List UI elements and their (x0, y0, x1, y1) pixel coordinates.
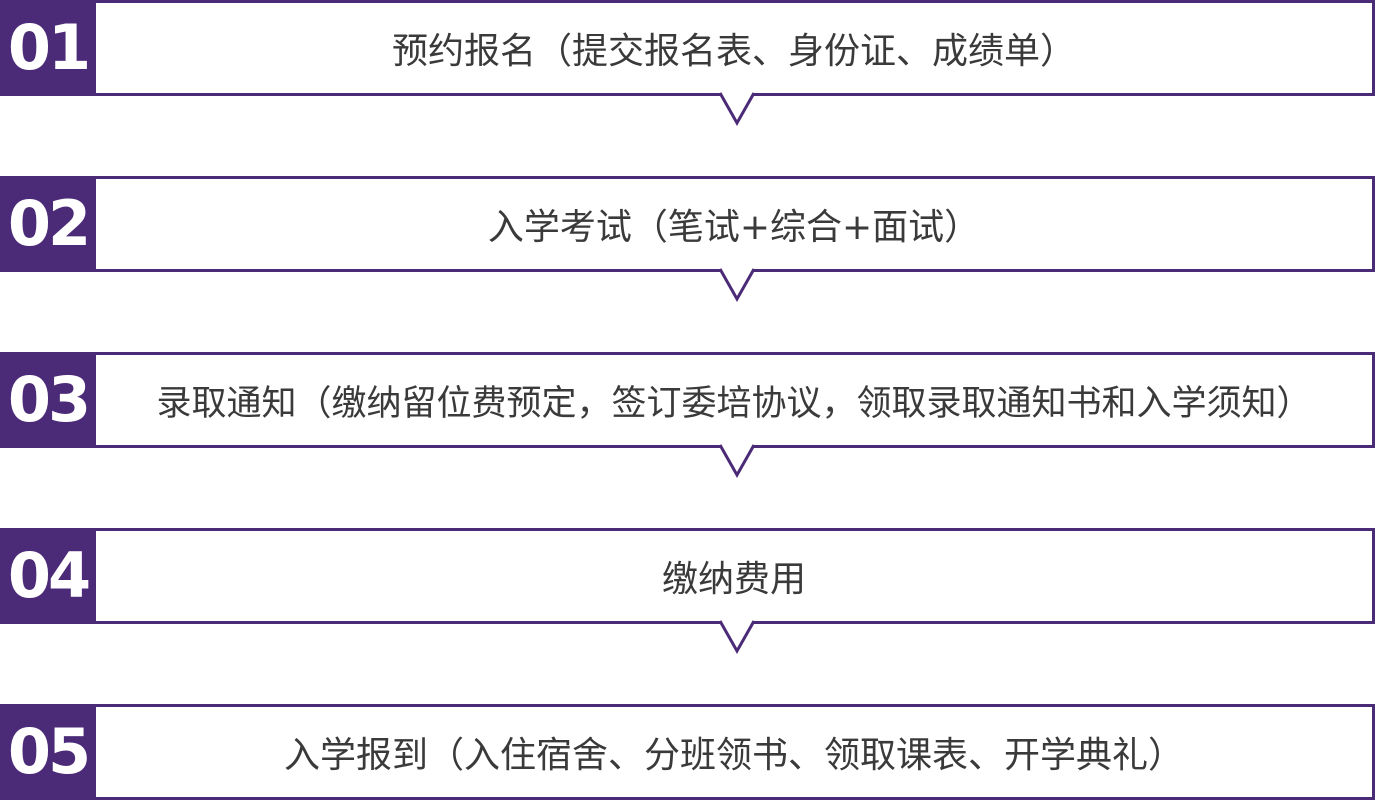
down-arrow-icon (718, 268, 756, 303)
step-label: 缴纳费用 (661, 559, 806, 600)
step-1: 01 预约报名（提交报名表、身份证、成绩单） (0, 0, 1377, 127)
down-arrow-icon (718, 92, 756, 127)
step-2: 02 入学考试（笔试+综合+面试） (0, 176, 1377, 303)
step-label: 录取通知（缴纳留位费预定，签订委培协议，领取录取通知书和入学须知） (156, 383, 1312, 424)
step-number: 03 (0, 352, 96, 448)
step-number: 04 (0, 528, 96, 624)
step-5: 05 入学报到（入住宿舍、分班领书、领取课表、开学典礼） (0, 704, 1377, 800)
step-4: 04 缴纳费用 (0, 528, 1377, 655)
step-label: 预约报名（提交报名表、身份证、成绩单） (391, 31, 1076, 72)
step-box: 缴纳费用 (96, 528, 1375, 624)
step-box: 入学考试（笔试+综合+面试） (96, 176, 1375, 272)
step-box: 入学报到（入住宿舍、分班领书、领取课表、开学典礼） (96, 704, 1375, 800)
step-box: 预约报名（提交报名表、身份证、成绩单） (96, 0, 1375, 96)
step-number: 02 (0, 176, 96, 272)
step-number: 05 (0, 704, 96, 800)
down-arrow-icon (718, 620, 756, 655)
step-label: 入学报到（入住宿舍、分班领书、领取课表、开学典礼） (283, 735, 1184, 776)
step-3: 03 录取通知（缴纳留位费预定，签订委培协议，领取录取通知书和入学须知） (0, 352, 1377, 479)
down-arrow-icon (718, 444, 756, 479)
step-number: 01 (0, 0, 96, 96)
step-box: 录取通知（缴纳留位费预定，签订委培协议，领取录取通知书和入学须知） (96, 352, 1375, 448)
step-label: 入学考试（笔试+综合+面试） (487, 207, 981, 248)
